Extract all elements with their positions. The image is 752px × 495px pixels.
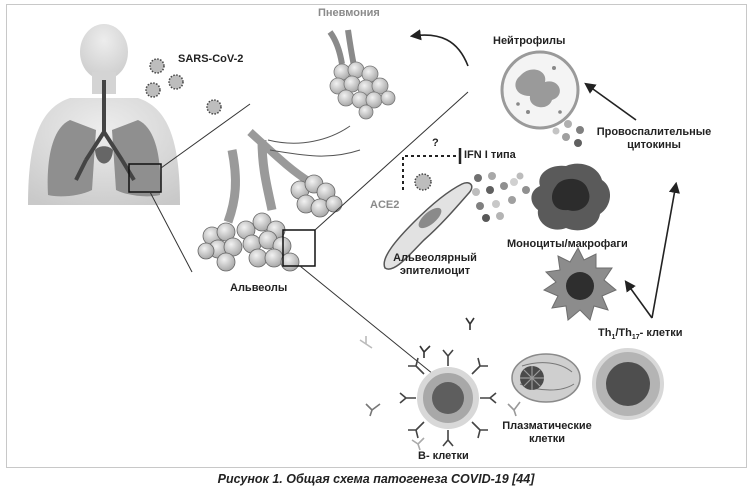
label-sars-cov-2: SARS-CoV-2	[178, 53, 244, 65]
arrow-to-pneumonia	[409, 29, 469, 67]
virus-particles	[145, 58, 222, 115]
monocyte-macrophage	[531, 163, 611, 231]
human-torso	[28, 24, 180, 205]
label-cytokines-line1: Провоспалительные	[596, 126, 712, 138]
b-cell	[399, 349, 497, 447]
virus-at-ace2	[414, 173, 432, 191]
free-antibodies	[359, 317, 521, 451]
label-epithelium: Альвеолярный эпителиоцит	[388, 252, 482, 278]
label-pneumonia: Пневмония	[318, 7, 380, 19]
alveoli-illustration	[197, 125, 361, 272]
label-th-sub2: 17	[631, 334, 640, 342]
label-epithelium-line2: эпителиоцит	[399, 265, 471, 277]
arrow-to-neutrophil	[584, 82, 637, 121]
label-epithelium-line1: Альвеолярный	[393, 252, 477, 264]
label-alveoli: Альвеолы	[230, 282, 288, 294]
zoom-box-alveoli	[282, 229, 316, 267]
cytokine-dots-top	[552, 120, 584, 147]
label-b-cells: B- клетки	[418, 450, 469, 462]
plasma-cell-large	[592, 348, 664, 420]
plasma-cell	[511, 353, 581, 403]
figure-caption: Рисунок 1. Общая схема патогенеза COVID-…	[217, 472, 535, 486]
label-th-cells: Th1/Th17- клетки	[598, 327, 683, 344]
label-th-prefix: Th	[598, 327, 612, 339]
zoom-box-lung	[128, 163, 162, 193]
th-cell	[542, 246, 617, 321]
ifn-inhibition	[402, 148, 462, 190]
arrow-th-to-cytokines	[651, 181, 680, 319]
label-monocytes: Моноциты/макрофаги	[507, 238, 628, 250]
epithelial-cell	[383, 182, 473, 270]
label-th-mid: /Th	[615, 327, 632, 339]
label-question: ?	[432, 137, 439, 149]
arrow-th-to-macrophage	[624, 280, 653, 319]
label-th-sub1: 1	[611, 334, 616, 342]
diagram-canvas	[28, 24, 680, 451]
label-ifn: IFN I типа	[464, 149, 516, 161]
pneumonia-lung	[327, 29, 396, 120]
neutrophil-cell	[500, 50, 580, 130]
label-cytokines: Провоспалительные цитокины	[592, 126, 716, 152]
label-ace2: ACE2	[370, 199, 400, 211]
label-plasma-line1: Плазматические	[502, 420, 592, 432]
label-neutrophils: Нейтрофилы	[493, 35, 566, 47]
label-th-suffix: - клетки	[639, 327, 683, 339]
label-plasma-cells: Плазматические клетки	[492, 420, 602, 446]
label-plasma-line2: клетки	[528, 433, 566, 445]
label-cytokines-line2: цитокины	[627, 139, 681, 151]
cytokine-dots-middle	[472, 172, 530, 222]
